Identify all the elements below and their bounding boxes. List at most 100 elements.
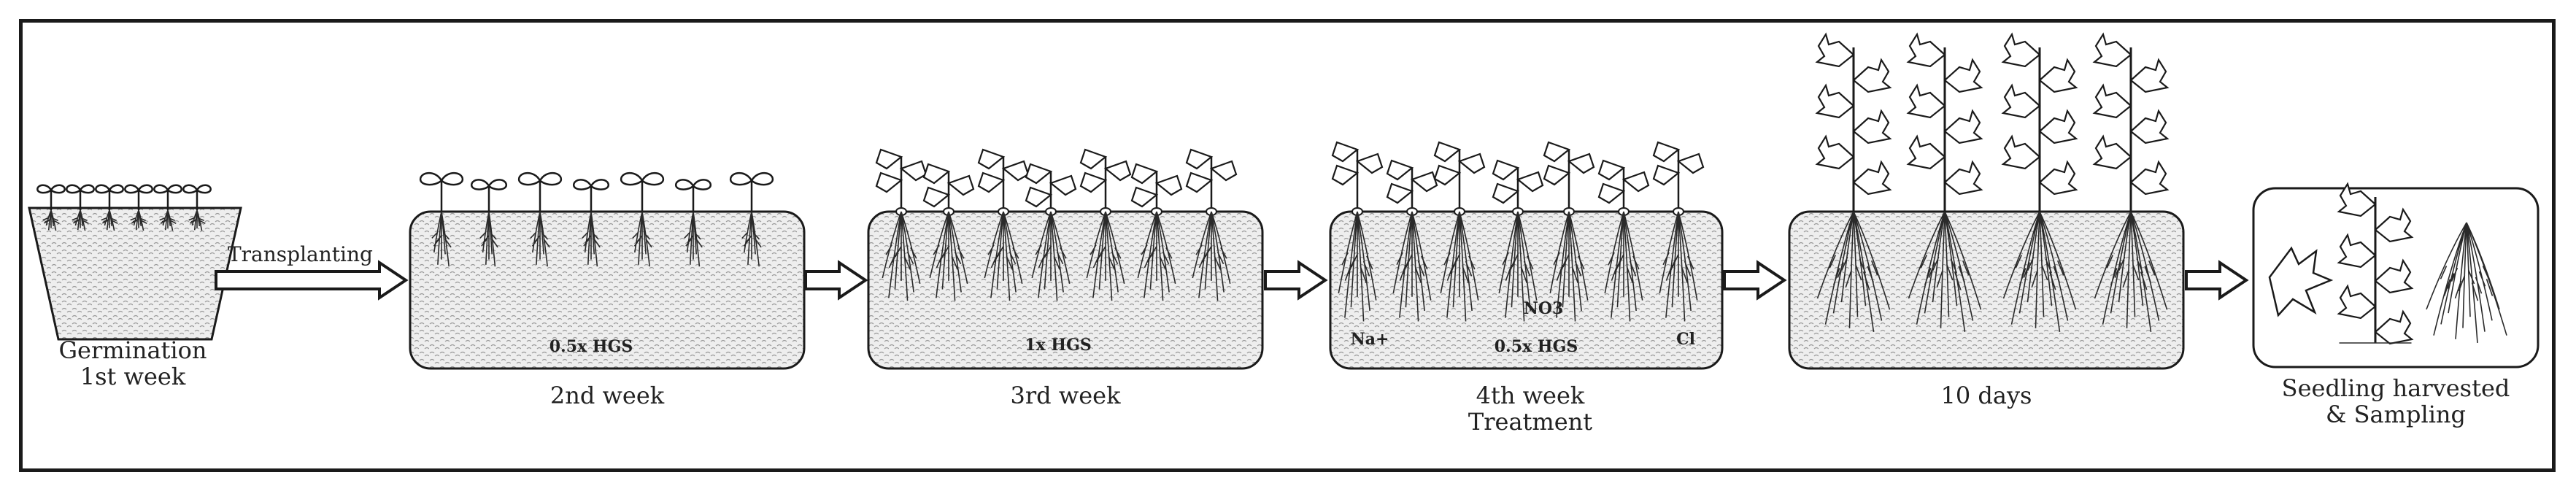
leaf — [922, 163, 951, 185]
leaf — [1815, 32, 1855, 68]
root-system — [2094, 211, 2168, 333]
cotyledon-right — [50, 184, 66, 194]
leaf — [1154, 174, 1183, 196]
leaf — [1852, 109, 1892, 144]
leaf — [1492, 159, 1520, 181]
harvested-seedling — [2268, 182, 2507, 345]
cotyledon-right — [539, 171, 563, 186]
leaf — [1209, 160, 1238, 182]
leaf — [1652, 141, 1681, 163]
leaf — [1130, 186, 1159, 208]
leaf — [2038, 58, 2078, 93]
root-system — [1392, 211, 1432, 322]
leaf — [1943, 160, 1983, 196]
leaf — [2001, 83, 2041, 119]
leaf — [2337, 233, 2377, 269]
leaf — [2092, 134, 2132, 170]
cotyledon-left — [674, 179, 695, 190]
week2-solution: 0.5x HGS — [549, 337, 633, 356]
leaf — [1355, 153, 1384, 174]
root-system — [2002, 211, 2077, 333]
root-system — [1604, 211, 1643, 322]
ion-cl: Cl — [1676, 330, 1695, 349]
leaf — [2092, 32, 2132, 68]
cotyledon-right — [440, 171, 464, 186]
germination-line1: Germination — [58, 336, 207, 364]
leaf — [2129, 109, 2170, 144]
cotyledon-left — [182, 184, 198, 194]
leaf — [899, 160, 928, 182]
root-system — [1338, 211, 1377, 322]
week4-line1: 4th week — [1476, 382, 1585, 409]
root-system — [1440, 211, 1479, 322]
leaf — [1906, 83, 1946, 119]
germination-seedlings — [36, 184, 212, 231]
cotyledon-right — [108, 184, 124, 194]
root-system — [1659, 211, 1698, 322]
root-system — [431, 211, 452, 267]
leaf — [1331, 164, 1360, 186]
leaf — [1906, 134, 1946, 170]
cotyledon-left — [729, 171, 753, 186]
germination-label: Germination 1st week — [58, 337, 207, 390]
leaf — [2038, 160, 2078, 196]
leaf — [2374, 207, 2414, 243]
leaf — [875, 171, 903, 193]
root-system — [479, 211, 498, 267]
leaf — [1433, 141, 1462, 163]
leaf — [1386, 182, 1414, 204]
cotyledon-right — [487, 179, 508, 190]
leaf — [946, 174, 975, 196]
leaf — [1492, 182, 1520, 204]
root-system — [929, 211, 968, 301]
root-system — [2426, 222, 2507, 343]
root-system — [188, 209, 206, 231]
harvest-line1: Seedling harvested — [2281, 374, 2510, 402]
root-system — [1086, 211, 1125, 301]
leaf — [1852, 160, 1892, 196]
ion-no3: NO3 — [1523, 299, 1564, 318]
leaf — [1331, 141, 1360, 163]
leaf — [1079, 171, 1108, 193]
root-system — [1498, 211, 1538, 322]
leaf — [922, 186, 951, 208]
week4-solution: 0.5x HGS — [1494, 337, 1578, 356]
leaf — [1185, 148, 1214, 170]
week3-label: 3rd week — [1010, 382, 1121, 409]
leaf — [1543, 164, 1571, 186]
leaf — [1185, 171, 1214, 193]
germination-tray — [28, 207, 242, 341]
cotyledon-right — [79, 184, 95, 194]
root-system — [741, 211, 762, 267]
leaf — [1457, 153, 1486, 174]
leaf — [1001, 160, 1030, 182]
transplanting-label: Transplanting — [228, 242, 373, 266]
root-system — [582, 211, 601, 267]
leaf — [2129, 58, 2170, 93]
days10-label: 10 days — [1940, 382, 2032, 409]
leaf — [1516, 171, 1544, 193]
root-system — [1908, 211, 1982, 333]
stage-arrows — [804, 260, 2249, 301]
week2-label: 2nd week — [549, 382, 665, 409]
leaf — [1410, 171, 1438, 193]
leaf — [1130, 163, 1159, 185]
cotyledon-right — [590, 179, 610, 190]
leaf — [1815, 83, 1855, 119]
cotyledon-right — [196, 184, 212, 194]
leaf — [2374, 258, 2414, 294]
root-system — [130, 209, 147, 231]
tank-10days — [1788, 210, 2185, 370]
cotyledon-left — [572, 179, 593, 190]
leaf — [1597, 159, 1626, 181]
cotyledon-left — [517, 171, 541, 186]
leaf — [1025, 163, 1053, 185]
leaf — [1676, 153, 1705, 174]
root-system — [1137, 211, 1176, 301]
cotyledon-left — [36, 184, 53, 194]
leaf — [1815, 134, 1855, 170]
leaf — [1652, 164, 1681, 186]
leaf — [1543, 141, 1571, 163]
leaf — [1852, 58, 1892, 93]
